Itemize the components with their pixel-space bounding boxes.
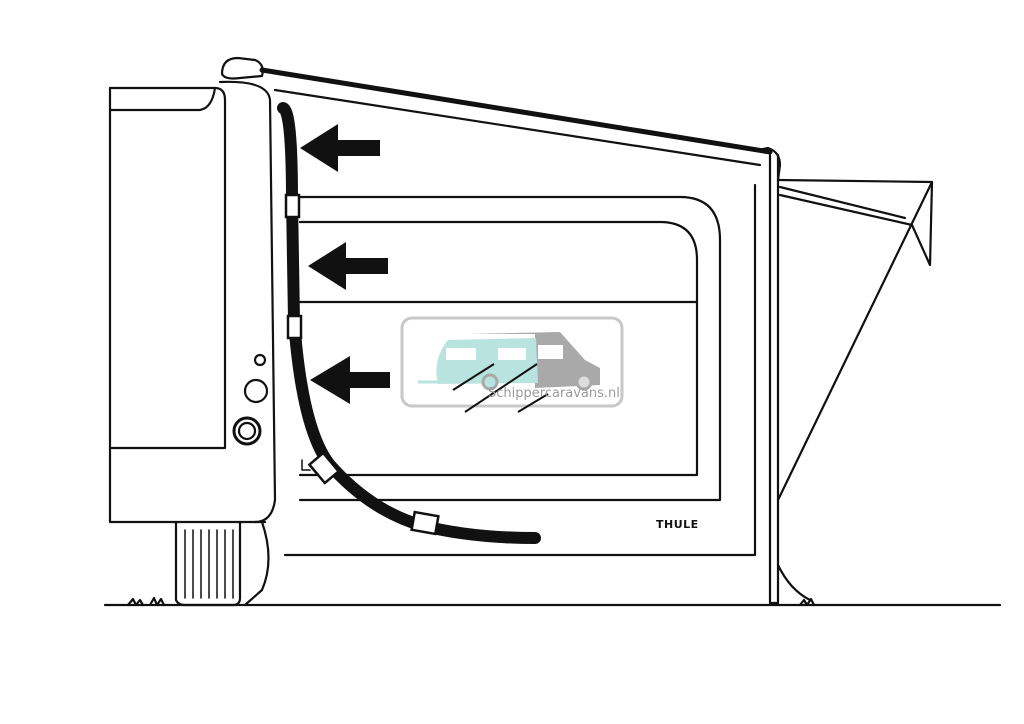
rear-panel-socket-inner bbox=[237, 421, 257, 441]
watermark-border bbox=[400, 316, 624, 408]
tent-corner-mark bbox=[301, 459, 311, 471]
rear-panel-socket bbox=[232, 416, 262, 446]
hose-clip bbox=[410, 510, 440, 536]
caravan-body bbox=[108, 86, 227, 450]
direction-arrows bbox=[300, 124, 390, 404]
side-panel-fold bbox=[778, 185, 907, 220]
watermark-text: Schippercaravans.nl bbox=[488, 386, 620, 401]
arrow-left-icon bbox=[300, 124, 380, 172]
camper-window bbox=[538, 345, 563, 359]
awning-roof-edge bbox=[273, 88, 762, 167]
caravan-window bbox=[498, 348, 526, 360]
rail-hook bbox=[220, 56, 264, 80]
rear-panel-socket bbox=[253, 353, 267, 367]
caravan-roof-edge bbox=[108, 86, 217, 112]
wheel-tread bbox=[184, 529, 234, 599]
pole-top-bracket bbox=[756, 146, 782, 182]
brand-label: THULE bbox=[656, 518, 699, 531]
hose-clip bbox=[286, 314, 303, 340]
window-shine-lines bbox=[452, 363, 549, 413]
hose-clip bbox=[284, 193, 301, 219]
tent-floor-edge bbox=[283, 183, 757, 557]
caravan-window bbox=[446, 348, 476, 360]
camper-wheel-icon bbox=[575, 373, 593, 391]
side-panel bbox=[776, 178, 934, 267]
caravan-body-lower bbox=[108, 86, 267, 524]
tent-wall bbox=[298, 195, 722, 502]
side-panel-bottom bbox=[776, 563, 812, 602]
hose-clips bbox=[284, 193, 440, 536]
grass bbox=[126, 596, 816, 607]
watermark-logo bbox=[400, 316, 624, 413]
rear-panel-socket bbox=[243, 378, 269, 404]
front-pole bbox=[768, 153, 780, 605]
caravan-rear-panel bbox=[218, 80, 277, 524]
hose-clip bbox=[307, 451, 341, 485]
tent-window bbox=[298, 220, 699, 477]
arrow-left-icon bbox=[308, 242, 388, 290]
awning-rail bbox=[259, 67, 773, 155]
caravan-skirt bbox=[243, 520, 270, 607]
caravan-wheel bbox=[174, 520, 242, 607]
arrow-left-icon bbox=[310, 356, 390, 404]
side-panel-edge bbox=[776, 180, 934, 502]
caravan-wheel-icon bbox=[481, 373, 499, 391]
camper-icon bbox=[468, 332, 600, 388]
